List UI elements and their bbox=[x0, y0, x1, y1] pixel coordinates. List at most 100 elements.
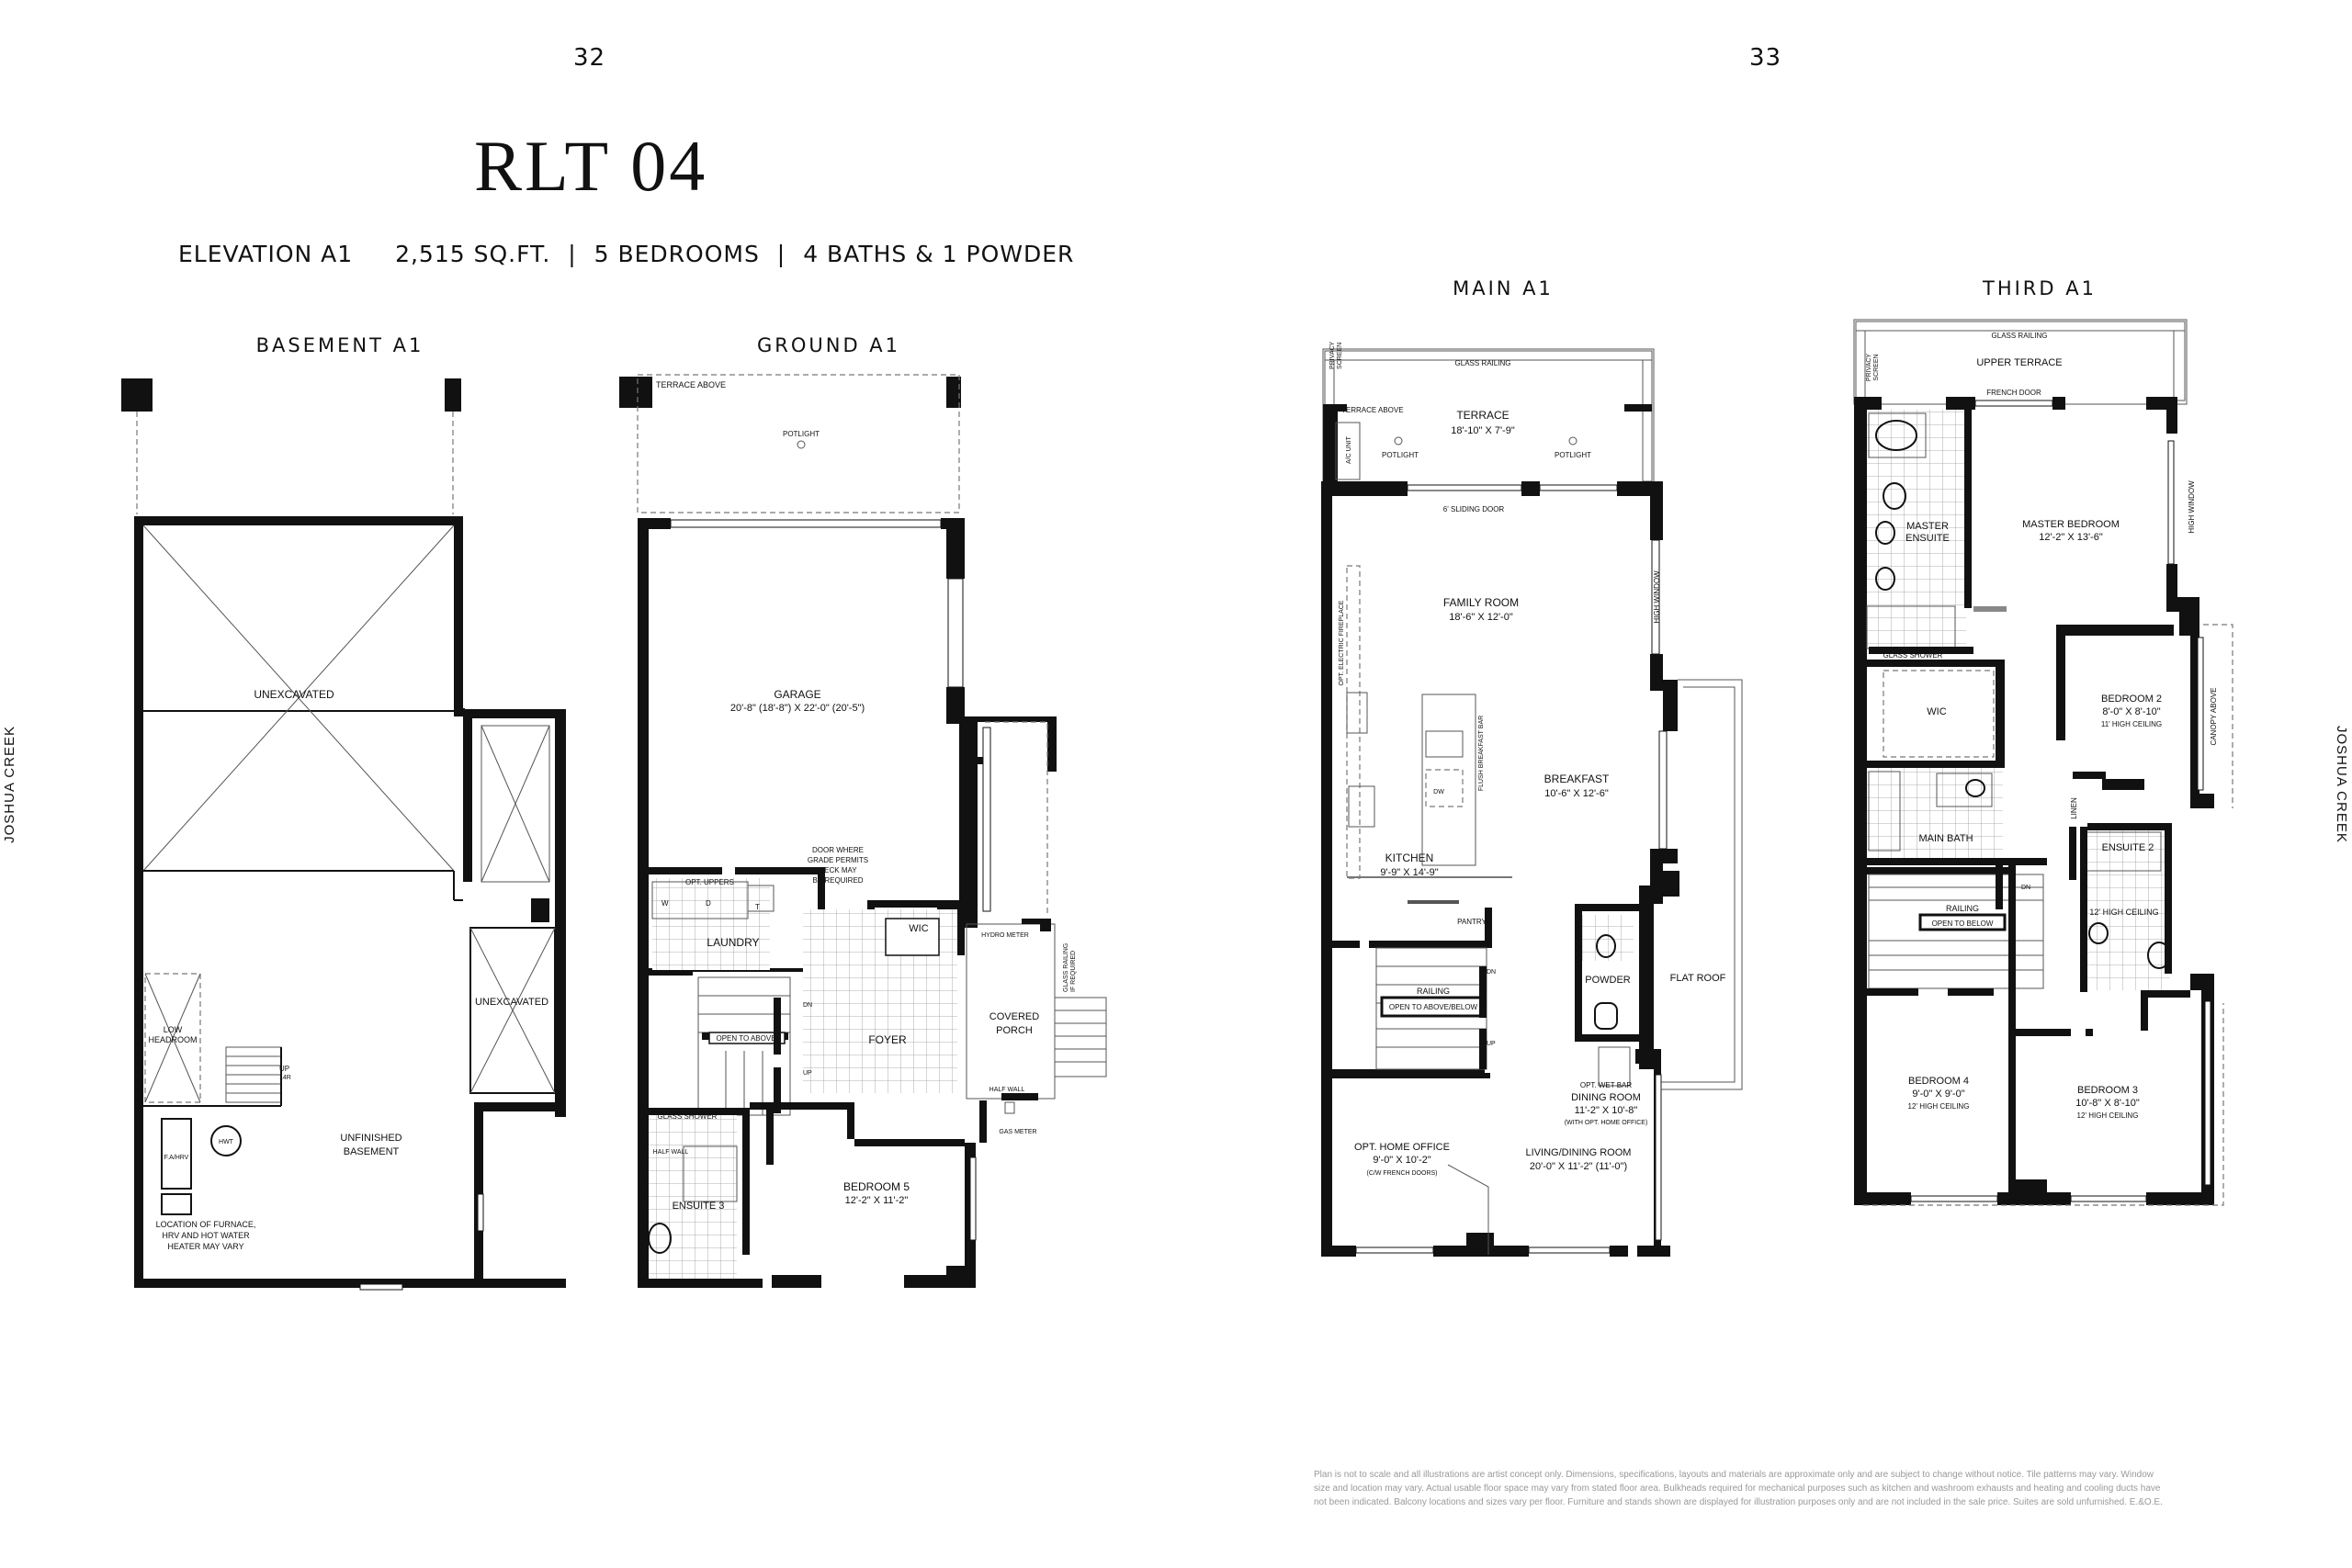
high-window-label: HIGH WINDOW bbox=[1653, 570, 1661, 624]
terrace-dimensions: 18'-10" X 7'-9" bbox=[1451, 425, 1515, 436]
wic-label: WIC bbox=[1927, 706, 1946, 717]
ac-unit-label: A/C UNIT bbox=[1346, 435, 1352, 464]
wic-label: WIC bbox=[909, 923, 928, 934]
side-label-right: JOSHUA CREEK bbox=[2334, 726, 2349, 843]
home-office-dimensions: 9'-0" X 10'-2" bbox=[1373, 1155, 1430, 1166]
deck-note: BE REQUIRED bbox=[812, 876, 863, 885]
up-label: UP bbox=[803, 1070, 812, 1077]
low-headroom-label: HEADROOM bbox=[148, 1035, 197, 1044]
railing-label: RAILING bbox=[1417, 987, 1450, 996]
basement-plan-title: BASEMENT A1 bbox=[255, 334, 424, 356]
breakfast-bar-label: FLUSH BREAKFAST BAR bbox=[1478, 716, 1485, 791]
dining-room-note: (WITH OPT. HOME OFFICE) bbox=[1565, 1120, 1648, 1126]
unexcavated-label: UNEXCAVATED bbox=[475, 997, 548, 1008]
glass-railing-label: GLASS RAILING bbox=[1992, 332, 2048, 340]
glass-railing-label: GLASS RAILING bbox=[1063, 943, 1069, 992]
ensuite-3-label: ENSUITE 3 bbox=[673, 1201, 725, 1212]
bedroom-3-ceiling: 12' HIGH CEILING bbox=[2077, 1111, 2139, 1120]
basement-plan: UNEXCAVATED UNEXCAVATED LOW HEADROOM UP … bbox=[121, 378, 566, 1291]
breakfast-dimensions: 10'-6" X 12'-6" bbox=[1544, 788, 1609, 799]
open-to-above-label: OPEN TO ABOVE bbox=[716, 1034, 775, 1043]
privacy-screen-label: SCREEN bbox=[1873, 354, 1880, 380]
master-ensuite-label: MASTER bbox=[1906, 521, 1949, 532]
tub-label: T bbox=[755, 903, 760, 911]
bedroom-2-label: BEDROOM 2 bbox=[2101, 694, 2162, 705]
bedrooms-label: 5 BEDROOMS bbox=[594, 241, 760, 267]
wet-bar-label: OPT. WET BAR bbox=[1580, 1081, 1633, 1089]
disclaimer: Plan is not to scale and all illustratio… bbox=[1314, 1468, 2233, 1509]
separator: | bbox=[776, 241, 786, 267]
terrace-above-label: TERRACE ABOVE bbox=[1341, 406, 1404, 414]
page-number-right: 33 bbox=[1749, 44, 1782, 72]
covered-porch-label: PORCH bbox=[996, 1025, 1033, 1036]
main-plan-title: MAIN A1 bbox=[1453, 277, 1554, 299]
bedroom-4-label: BEDROOM 4 bbox=[1908, 1076, 1969, 1087]
family-room-dimensions: 18'-6" X 12'-0" bbox=[1449, 612, 1513, 623]
covered-porch-label: COVERED bbox=[989, 1011, 1039, 1022]
railing-label: RAILING bbox=[1946, 904, 1979, 913]
disclaimer-line: not been indicated. Balcony locations an… bbox=[1314, 1497, 2163, 1507]
open-to-above-below-label: OPEN TO ABOVE/BELOW bbox=[1389, 1003, 1478, 1011]
half-wall-label: HALF WALL bbox=[989, 1087, 1025, 1093]
kitchen-dimensions: 9'-9" X 14'-9" bbox=[1380, 867, 1438, 878]
up-label: UP bbox=[279, 1065, 289, 1073]
powder-label: POWDER bbox=[1585, 975, 1631, 986]
potlight-label: POTLIGHT bbox=[783, 430, 820, 438]
disclaimer-line: size and location may vary. Actual usabl… bbox=[1314, 1483, 2161, 1494]
dn-label: DN bbox=[1487, 969, 1496, 976]
flat-roof-label: FLAT ROOF bbox=[1670, 973, 1726, 984]
gas-meter-label: GAS METER bbox=[999, 1129, 1036, 1135]
privacy-screen-label: SCREEN bbox=[1337, 343, 1343, 369]
laundry-label: LAUNDRY bbox=[707, 936, 759, 949]
ceiling-height-label: 12' HIGH CEILING bbox=[2089, 908, 2158, 917]
model-title: RLT 04 bbox=[474, 126, 708, 206]
living-dining-dimensions: 20'-0" X 11'-2" (11'-0") bbox=[1530, 1161, 1627, 1172]
home-office-label: OPT. HOME OFFICE bbox=[1354, 1142, 1450, 1153]
garage-dimensions: 20'-8" (18'-8") X 22'-0" (20'-5") bbox=[730, 703, 865, 714]
foyer-label: FOYER bbox=[868, 1033, 907, 1046]
potlight-label: POTLIGHT bbox=[1555, 451, 1591, 459]
unfinished-basement-label: UNFINISHED bbox=[340, 1133, 401, 1144]
deck-note: DECK MAY bbox=[819, 866, 857, 874]
glass-railing-label: GLASS RAILING bbox=[1455, 359, 1511, 367]
pantry-label: PANTRY bbox=[1457, 918, 1487, 926]
furnace-note: HRV AND HOT WATER bbox=[162, 1231, 250, 1240]
deck-note: GRADE PERMITS bbox=[808, 856, 868, 864]
upper-terrace-label: UPPER TERRACE bbox=[1976, 357, 2062, 368]
privacy-screen-label: PRIVACY bbox=[1866, 354, 1872, 382]
bedroom-3-label: BEDROOM 3 bbox=[2077, 1085, 2138, 1096]
bedroom-2-dimensions: 8'-0" X 8'-10" bbox=[2102, 706, 2160, 717]
dining-room-dimensions: 11'-2" X 10'-8" bbox=[1575, 1105, 1638, 1116]
model-summary: ELEVATION A1 2,515 SQ.FT. | 5 BEDROOMS |… bbox=[178, 241, 1074, 267]
furnace-label: F.A/HRV bbox=[164, 1155, 189, 1161]
third-plan-title: THIRD A1 bbox=[1983, 277, 2097, 299]
deck-note: DOOR WHERE bbox=[812, 846, 864, 854]
up-label: UP bbox=[1487, 1041, 1496, 1047]
baths-label: 4 BATHS & 1 POWDER bbox=[803, 241, 1075, 267]
ensuite-2-label: ENSUITE 2 bbox=[2102, 842, 2154, 853]
canopy-above-label: CANOPY ABOVE bbox=[2210, 688, 2218, 746]
bedroom-4-dimensions: 9'-0" X 9'-0" bbox=[1912, 1089, 1964, 1100]
glass-shower-label: GLASS SHOWER bbox=[658, 1112, 718, 1121]
master-bedroom-label: MASTER BEDROOM bbox=[2022, 519, 2120, 530]
privacy-screen-label: PRIVACY bbox=[1329, 341, 1336, 369]
dryer-label: D bbox=[706, 899, 711, 908]
third-plan: GLASS RAILING PRIVACY SCREEN UPPER TERRA… bbox=[1853, 319, 2233, 1206]
separator: | bbox=[568, 241, 577, 267]
column bbox=[121, 378, 153, 412]
sqft-label: 2,515 SQ.FT. bbox=[395, 241, 551, 267]
glass-shower-label: GLASS SHOWER bbox=[1883, 651, 1943, 660]
french-door-label: FRENCH DOOR bbox=[1986, 389, 2041, 397]
canopy-above-label: CANOPY ABOVE bbox=[2015, 1195, 2073, 1203]
dn-label: DN bbox=[2021, 885, 2030, 891]
main-bath-label: MAIN BATH bbox=[1918, 833, 1973, 844]
sliding-door-label: 6' SLIDING DOOR bbox=[1443, 505, 1505, 513]
unexcavated-label: UNEXCAVATED bbox=[254, 688, 334, 701]
unfinished-basement-label: BASEMENT bbox=[344, 1146, 400, 1157]
hwt-label: HWT bbox=[219, 1139, 234, 1145]
ground-plan: TERRACE ABOVE POTLIGHT GARAGE 20'-8" (18… bbox=[619, 374, 1107, 1288]
washer-label: W bbox=[662, 899, 669, 908]
terrace-above-label: TERRACE ABOVE bbox=[656, 380, 726, 389]
glass-railing-label: IF REQUIRED bbox=[1070, 951, 1077, 992]
